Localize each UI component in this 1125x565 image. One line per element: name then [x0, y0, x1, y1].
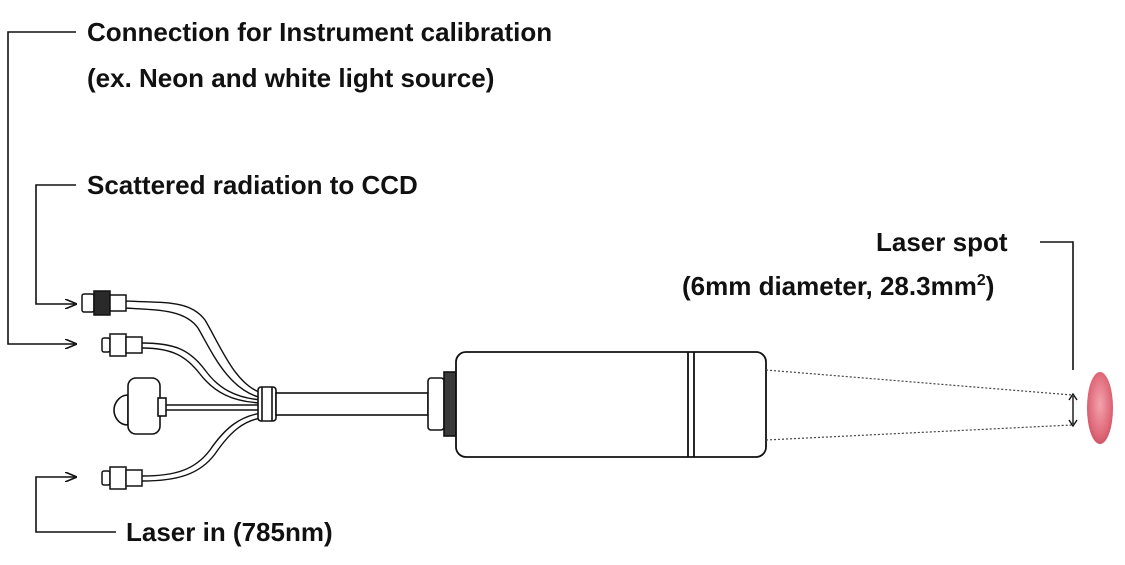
- calibration-example-label: (ex. Neon and white light source): [87, 63, 495, 93]
- laser-spot-label: Laser spot: [876, 227, 1008, 257]
- probe-collar: [427, 371, 457, 437]
- laser-connector: [101, 466, 143, 490]
- fiber-junction: [257, 386, 277, 422]
- main-cable: [275, 392, 429, 416]
- fiber-cables: [124, 300, 263, 482]
- ccd-connector: [81, 290, 127, 316]
- calibration-leader-line: [7, 31, 76, 344]
- spot-detail-superscript: 2: [976, 272, 986, 289]
- laser-spot: [1087, 372, 1113, 444]
- laser-in-leader-line: [35, 477, 116, 533]
- calibration-label: Connection for Instrument calibration: [87, 17, 553, 47]
- center-connector: [113, 377, 167, 435]
- diameter-arrow: [1068, 392, 1078, 428]
- laser-spot-detail-label: (6mm diameter, 28.3mm2): [682, 271, 995, 301]
- scattered-radiation-label: Scattered radiation to CCD: [87, 170, 418, 200]
- spot-detail-prefix: (6mm diameter, 28.3mm: [682, 271, 977, 301]
- probe-body: [455, 351, 767, 458]
- laser-in-label: Laser in (785nm): [126, 517, 333, 547]
- spot-detail-suffix: ): [985, 271, 995, 301]
- scattered-leader-line: [35, 184, 76, 304]
- laser-beam: [765, 369, 1073, 441]
- calibration-connector: [101, 333, 143, 357]
- laser-spot-leader-line: [1040, 241, 1074, 370]
